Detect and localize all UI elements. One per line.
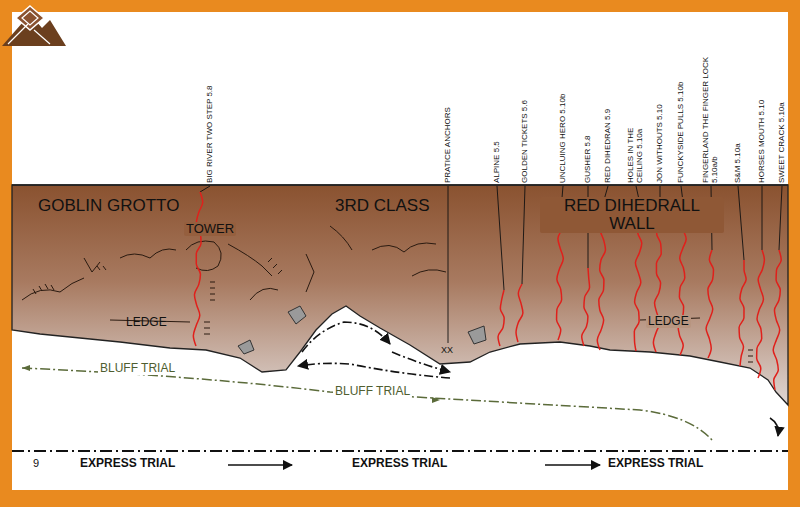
page-number: 9	[33, 458, 39, 470]
route-line	[193, 192, 202, 346]
trail-label: EXPRESS TRIAL	[80, 457, 175, 470]
route-line	[582, 268, 590, 346]
leader-line	[762, 186, 763, 250]
route-name: BIG RIVER TWO STEP 5.8	[206, 85, 215, 183]
route-name: FUNCKYSIDE PULLS 5.10b	[677, 82, 686, 183]
leader-line	[522, 186, 525, 284]
route-name: PRATICE ANCHORS	[444, 107, 453, 183]
anchor-symbol: XX	[441, 346, 453, 355]
route-name: RED DIHEDRAN 5.9	[604, 109, 613, 183]
route-name: JON WITHOUTS 5.10	[656, 104, 665, 183]
route-name: UNCLUING HERO 5.10b	[559, 94, 568, 183]
trail-arrow	[770, 418, 778, 436]
trail-label: EXPRESS TRIAL	[352, 457, 447, 470]
cliff-face	[12, 185, 788, 405]
feature-label: LEDGE	[646, 315, 691, 328]
trail-arrow	[22, 365, 30, 371]
route-line	[739, 260, 746, 366]
route-name: ALPINE 5.5	[493, 141, 502, 183]
route-name: GUSHER 5.8	[584, 135, 593, 183]
route-line	[653, 214, 661, 352]
route-line	[757, 250, 765, 378]
direction-arrow	[228, 464, 292, 466]
route-line	[706, 250, 713, 358]
route-name: HOLES IN THE CEILING 5.10a	[627, 108, 645, 183]
trail-label: BLUFF TRIAL	[98, 362, 177, 375]
direction-arrow	[545, 464, 600, 466]
cliff-top	[12, 184, 788, 185]
route-line	[516, 284, 523, 342]
feature-label: LEDGE	[126, 316, 167, 329]
bluff-trail	[22, 368, 712, 440]
leader-line	[448, 186, 449, 343]
leader-line	[497, 186, 504, 290]
route-line	[773, 250, 781, 390]
route-name: GOLDEN TICKETS 5.6	[521, 100, 530, 183]
crack-lines	[22, 226, 700, 322]
route-name: S&M 5.10a	[734, 143, 743, 183]
leader-line	[738, 186, 744, 260]
route-name: FINGERLAND THE FINGER LOCK 5.10a/b	[702, 33, 720, 183]
trail-label: EXPRESS TRIAL	[608, 457, 703, 470]
leader-line	[779, 186, 782, 250]
area-label: 3RD CLASS	[335, 197, 429, 215]
scramble-loop	[298, 322, 450, 378]
trail-arrow	[432, 397, 440, 403]
area-label: RED DIHEDRALL WALL	[540, 197, 724, 233]
express-trail	[12, 450, 788, 452]
feature-label: TOWER	[184, 222, 236, 236]
route-name: SWEET CRACK 5.10a	[778, 102, 787, 183]
route-line	[498, 290, 504, 346]
route-name: HORSES MOUTH 5.10	[758, 100, 767, 183]
logo	[2, 6, 66, 46]
leader-line	[200, 186, 210, 192]
area-label: GOBLIN GROTTO	[38, 197, 179, 215]
frame-inner	[12, 12, 788, 490]
trail-label: BLUFF TRIAL	[333, 385, 412, 398]
hatch-ticks	[33, 258, 753, 362]
